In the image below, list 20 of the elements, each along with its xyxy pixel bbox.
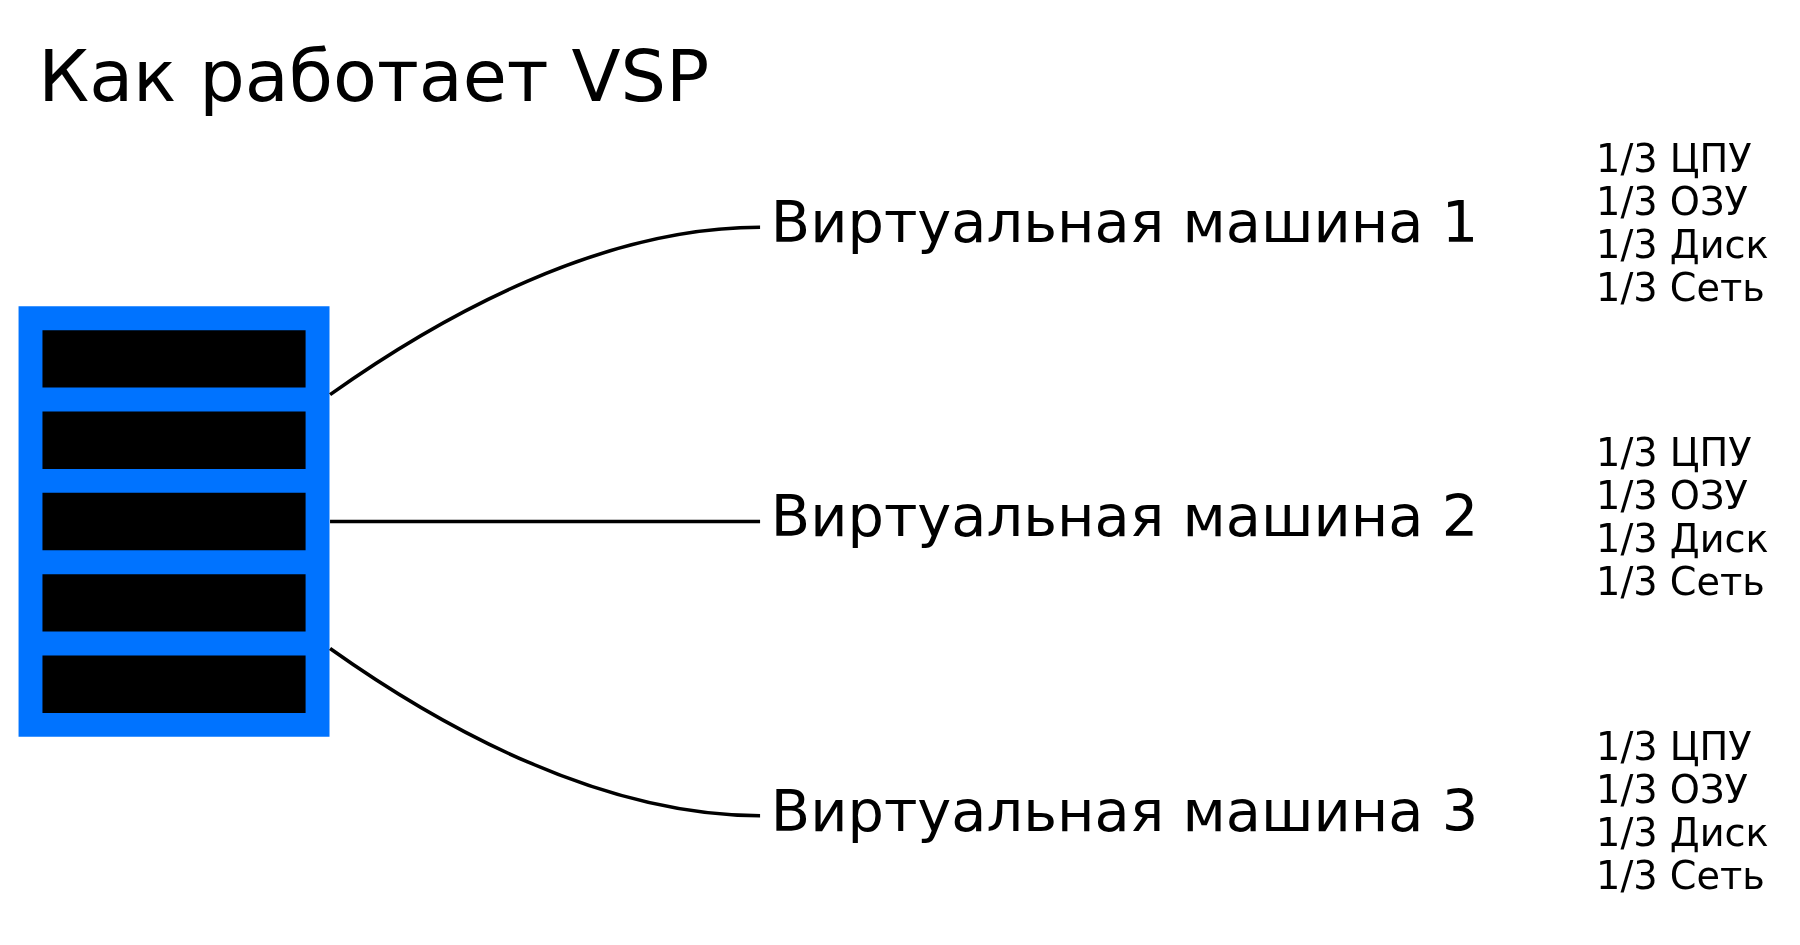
node-text: Виртуальная машина 3	[770, 777, 1479, 845]
node-text: Виртуальная машина 1	[770, 189, 1479, 257]
node-label: 1/3 ЦПУ	[1596, 135, 1752, 181]
node-label: 1/3 Сеть	[1596, 264, 1765, 310]
node-label: 1/3 Диск	[1596, 810, 1769, 856]
node-label: 1/3 Сеть	[1596, 559, 1765, 605]
node-text: Виртуальная машина 2	[770, 483, 1479, 551]
node-label: 1/3 Сеть	[1596, 853, 1765, 899]
node-label: 1/3 Диск	[1596, 516, 1769, 562]
node-label: 1/3 ЦПУ	[1596, 430, 1752, 476]
node-server	[18, 306, 330, 737]
node-label: 1/3 ОЗУ	[1596, 767, 1748, 813]
connector	[329, 647, 761, 818]
connector	[330, 519, 761, 524]
node-label: 1/3 ОЗУ	[1596, 178, 1748, 224]
diagram-title: Как работает VSP	[38, 33, 710, 118]
node-label: 1/3 ОЗУ	[1596, 473, 1748, 519]
node-label: 1/3 ЦПУ	[1596, 724, 1752, 770]
node-label: 1/3 Диск	[1596, 221, 1769, 267]
connector	[329, 225, 761, 397]
